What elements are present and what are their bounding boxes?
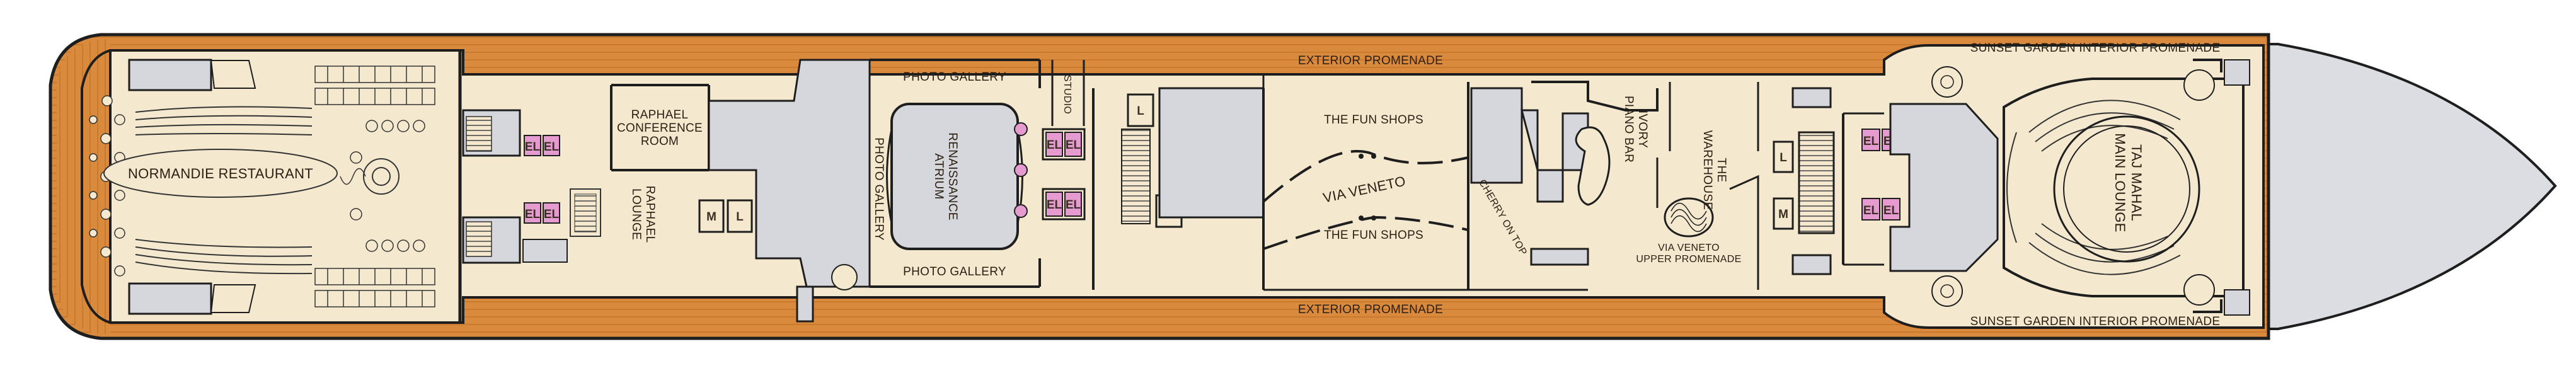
ladies-room [1773, 141, 1794, 173]
elevator-label: EL [544, 141, 560, 154]
raphael-lounge-label: LOUNGE [630, 188, 643, 240]
service-block [128, 282, 212, 315]
renaissance-atrium [890, 103, 1019, 250]
mens-room-label: M [1778, 208, 1788, 221]
aft-deck [57, 39, 110, 334]
raphael-lounge-label: RAPHAEL [643, 186, 657, 243]
service-block [1791, 87, 1832, 108]
elevator-label: EL [1047, 198, 1062, 212]
fun-shops-bottom-label: THE FUN SHOPS [1324, 229, 1423, 242]
service-block [128, 59, 212, 91]
elevator-label: EL [544, 208, 560, 221]
ladies-room-label: L [736, 210, 744, 224]
via-veneto-upper-label: VIA VENETO [1658, 243, 1720, 253]
sunset-garden-bottom-label: SUNSET GARDEN INTERIOR PROMENADE [1970, 315, 2221, 328]
service-block [1791, 254, 1832, 275]
dining-tables [314, 66, 435, 307]
ladies-room [727, 199, 753, 233]
service-block [1521, 109, 1589, 203]
service-block [1530, 248, 1589, 266]
elevator-label: EL [1066, 139, 1081, 152]
bow-deck [2267, 43, 2557, 330]
piano [1575, 126, 1611, 206]
raphael-conference-label: RAPHAEL [631, 108, 689, 122]
exterior-promenade-top-label: EXTERIOR PROMENADE [1298, 54, 1443, 67]
elevator-label: EL [1883, 204, 1899, 217]
mens-room-label: M [706, 210, 716, 224]
restaurant-oval [103, 149, 338, 198]
renaissance-atrium-label: RENAISSANCE [946, 132, 959, 221]
photo-gallery-top-label: PHOTO GALLERY [903, 71, 1006, 84]
elevator-bank: EL EL EL EL [1045, 132, 1082, 217]
elevator-label: EL [1863, 135, 1879, 148]
raphael-conference-label: ROOM [641, 135, 679, 148]
raphael-conference-label: CONFERENCE [617, 122, 703, 135]
fun-shops-top-label: THE FUN SHOPS [1324, 113, 1423, 127]
exterior-promenade-bottom-label: EXTERIOR PROMENADE [1298, 303, 1443, 316]
warehouse-label: THE [1715, 158, 1728, 183]
photo-gallery-vertical-label: PHOTO GALLERY [872, 137, 885, 241]
taj-mahal-label: TAJ MAHAL [2129, 144, 2144, 221]
service-block [1470, 87, 1523, 184]
ivory-piano-bar-label: PIANO BAR [1622, 96, 1635, 163]
banquettes [135, 106, 313, 275]
taj-mahal-label: MAIN LOUNGE [2112, 133, 2128, 232]
service-block [522, 239, 568, 263]
mens-room [1773, 197, 1794, 230]
service-block [2224, 289, 2250, 316]
sunset-garden-top-label: SUNSET GARDEN INTERIOR PROMENADE [1970, 42, 2221, 55]
normandie-restaurant-label: NORMANDIE RESTAURANT [128, 166, 313, 181]
service-block [2224, 59, 2250, 86]
ivory-piano-bar-label: IVORY [1636, 110, 1649, 148]
service-block [1889, 103, 1999, 272]
mens-room [698, 199, 725, 233]
elevator-label: EL [525, 208, 541, 221]
via-veneto-upper-label: UPPER PROMENADE [1636, 254, 1741, 265]
ladies-room [1127, 93, 1154, 127]
elevator-label: EL [1047, 139, 1062, 152]
photo-gallery-bottom-label: PHOTO GALLERY [903, 265, 1006, 278]
elevator-label: EL [1863, 204, 1879, 217]
renaissance-atrium-label: ATRIUM [932, 153, 945, 199]
elevator-label: EL [1066, 198, 1081, 212]
studio-label: STUDIO [1062, 75, 1072, 114]
ladies-room-label: L [1780, 151, 1787, 164]
warehouse-label: WAREHOUSE [1701, 130, 1714, 210]
elevator-label: EL [525, 141, 541, 154]
lounge-seating [2006, 100, 2181, 275]
elevator-bank: EL EL EL EL [524, 135, 560, 224]
ladies-room-label: L [1137, 105, 1144, 118]
service-block [1158, 87, 1265, 219]
